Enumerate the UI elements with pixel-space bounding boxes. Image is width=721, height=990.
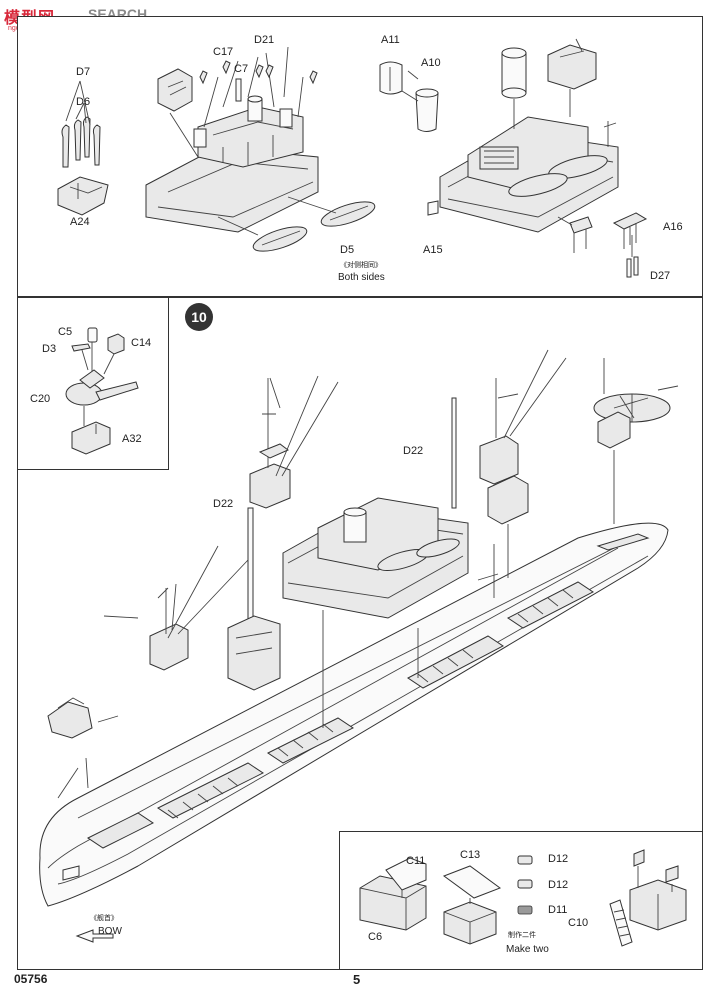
crane-mid: [249, 375, 339, 509]
label-a16: A16: [663, 221, 683, 233]
label-d6: D6: [76, 96, 91, 108]
part-a16-d27-drawing: [612, 212, 648, 278]
label-d27: D27: [650, 270, 671, 282]
label-c7: C7: [234, 63, 249, 75]
label-c20: C20: [30, 393, 51, 405]
crane-forward: [47, 507, 281, 739]
label-make-two-en: Make two: [506, 944, 549, 955]
label-bow-cn: 《舰首》: [90, 914, 118, 922]
superstructure-b-drawing: [439, 38, 619, 253]
label-c13: C13: [460, 849, 481, 861]
label-a32: A32: [122, 433, 142, 445]
bow-arrow-icon: [75, 929, 114, 943]
label-both-sides-cn: 《对侧相同》: [340, 261, 382, 269]
stern-platform: [593, 358, 679, 551]
footer-code: 05756: [14, 972, 48, 986]
label-both-sides-en: Both sides: [338, 272, 385, 283]
label-c14: C14: [131, 337, 152, 349]
label-c11: C11: [406, 855, 426, 867]
label-d12-a: D12: [548, 853, 569, 865]
label-d21: D21: [254, 34, 275, 46]
crane-aft: [451, 349, 567, 598]
bottom-subpanel-drawing: [359, 849, 687, 947]
label-a24: A24: [70, 216, 90, 228]
label-d7: D7: [76, 66, 91, 78]
step-number: 10: [191, 309, 207, 325]
left-subpanel: C5 C14 D3 C20 A32: [17, 297, 169, 470]
label-c6: C6: [368, 931, 383, 943]
left-subpanel-drawing: [65, 327, 139, 455]
label-d5: D5: [340, 244, 355, 256]
bottom-subpanel: C11 C13 C6 D12 D12 D11 制作二件 Make two C10: [339, 831, 703, 970]
label-d12-b: D12: [548, 879, 569, 891]
footer-page-number: 5: [353, 972, 361, 987]
bridge-superstructure: [282, 497, 469, 728]
label-d22-a: D22: [403, 445, 424, 457]
deck-cargo: [87, 581, 594, 849]
label-c10: C10: [568, 917, 589, 929]
top-panel: D7 D6 A24 C17 D21 C7 D5 《对侧相同》 Both side…: [17, 16, 703, 297]
ship-drawing: [39, 349, 679, 907]
label-d11: D11: [548, 904, 568, 916]
step-badge: 10: [185, 303, 213, 331]
label-c5: C5: [58, 326, 73, 338]
label-d3: D3: [42, 343, 57, 355]
label-bow-en: BOW: [98, 926, 122, 937]
label-make-two-cn: 制作二件: [508, 931, 536, 939]
top-panel-drawing: [57, 38, 648, 278]
label-a10: A10: [421, 57, 441, 69]
label-a15: A15: [423, 244, 443, 256]
label-c17: C17: [213, 46, 234, 58]
main-panel: 10: [17, 297, 703, 970]
label-d22-b: D22: [213, 498, 234, 510]
superstructure-a-drawing: [145, 46, 376, 252]
funnel-a10-a11-drawing: [379, 61, 439, 216]
label-a11: A11: [381, 34, 400, 46]
part-a24-drawing: [57, 80, 109, 216]
